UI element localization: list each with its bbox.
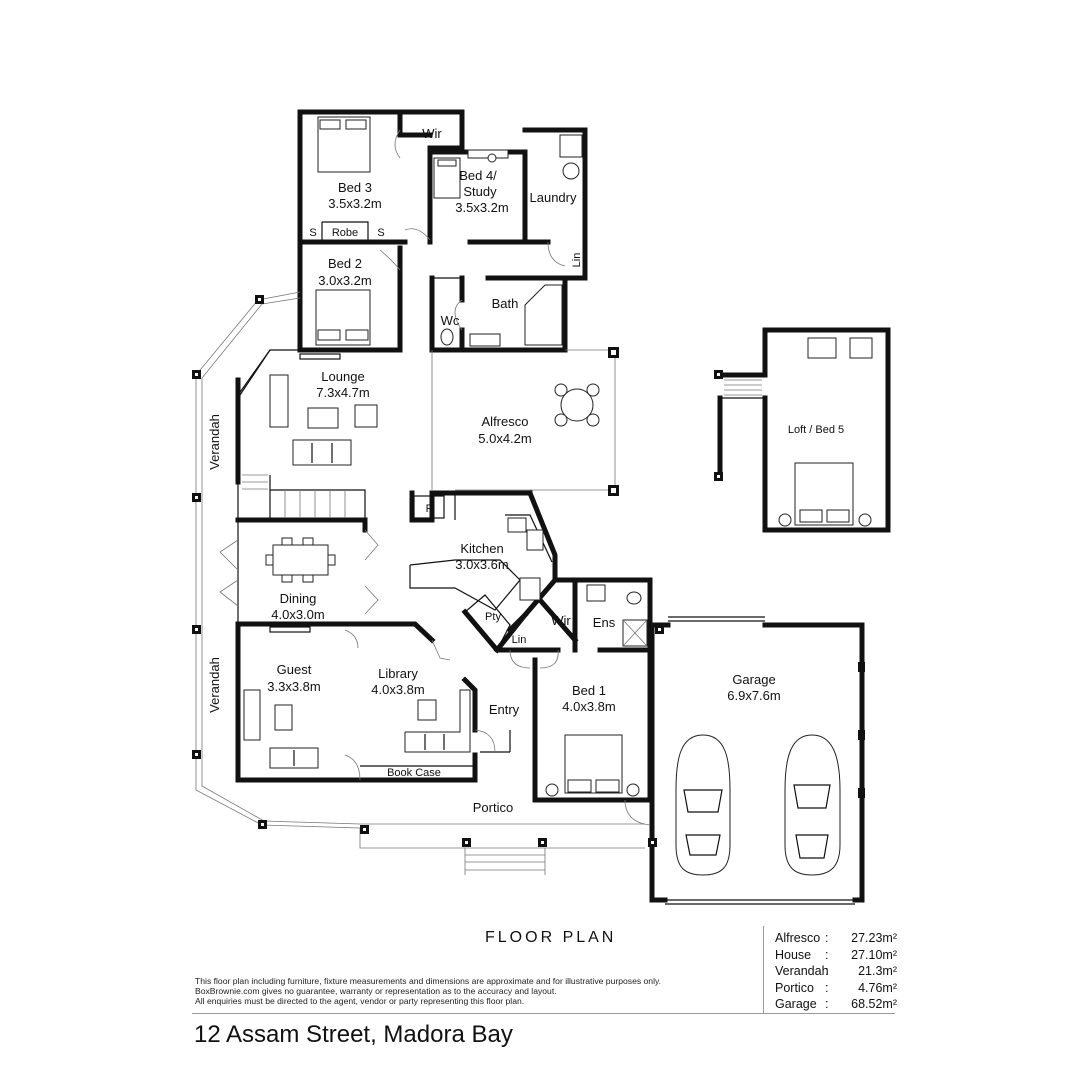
disclaimer: This floor plan including furniture, fix… [195,976,755,1006]
area-sep: : [825,997,829,1011]
area-sep: : [825,947,829,962]
area-name: Verandah [775,964,829,978]
area-summary: Alfresco : 27.23m² House : 27.10m² Veran… [775,930,897,1013]
label-fridge: F [426,503,433,515]
footer-divider [192,1013,895,1014]
label-wc: Wc [441,313,460,328]
disclaimer-line: This floor plan including furniture, fix… [195,976,662,986]
disclaimer-line: All enquiries must be directed to the ag… [195,996,525,1006]
label-bed3: Bed 3 [338,180,372,195]
area-row: Alfresco : 27.23m² [775,930,897,947]
label-bed3-dim: 3.5x3.2m [328,196,381,211]
label-bed4-dim: 3.5x3.2m [455,200,508,215]
label-s-right: S [377,227,384,239]
area-value: 68.52m² [851,997,897,1011]
label-portico: Portico [473,800,513,815]
label-kitchen-dim: 3.0x3.6m [455,557,508,572]
label-dining: Dining [280,591,317,606]
label-kitchen: Kitchen [460,541,503,556]
area-name: Alfresco [775,931,821,945]
label-verandah-upper: Verandah [207,414,222,470]
area-name: House [775,947,812,962]
label-library: Library [378,666,418,681]
area-sep: : [825,964,829,978]
label-alfresco-dim: 5.0x4.2m [478,431,531,446]
label-lin-top: Lin [571,253,583,268]
car-right [784,734,841,876]
disclaimer-line: BoxBrownie.com gives no guarantee, warra… [195,986,557,996]
area-row: House : 27.10m² [775,947,897,964]
area-value: 21.3m² [858,964,897,978]
furniture [243,116,873,876]
area-name: Garage [775,997,817,1011]
area-value: 4.76m² [858,980,897,995]
area-row: Garage : 68.52m² [775,996,897,1013]
label-alfresco: Alfresco [482,414,529,429]
label-lin-mid: Lin [512,634,527,646]
label-wir-ens: Wir [551,613,571,628]
area-row: Portico : 4.76m² [775,980,897,997]
car-left [675,734,731,876]
label-garage-dim: 6.9x7.6m [727,688,780,703]
areas-divider [763,926,764,1013]
label-library-dim: 4.0x3.8m [371,682,424,697]
label-loft: Loft / Bed 5 [788,424,844,436]
label-lounge: Lounge [321,369,364,384]
label-bed2-dim: 3.0x3.2m [318,273,371,288]
label-verandah-lower: Verandah [207,657,222,713]
property-address: 12 Assam Street, Madora Bay [194,1021,513,1048]
label-dining-dim: 4.0x3.0m [271,607,324,622]
label-book-case: Book Case [387,767,441,779]
label-entry: Entry [489,702,520,717]
plan-title: FLOOR PLAN [485,929,617,946]
area-value: 27.10m² [851,947,897,962]
verandah-outline [195,129,762,875]
area-sep: : [825,931,829,945]
label-guest-dim: 3.3x3.8m [267,679,320,694]
label-lounge-dim: 7.3x4.7m [316,385,369,400]
label-garage: Garage [732,672,775,687]
area-row: Verandah : 21.3m² [775,963,897,980]
label-ens: Ens [593,615,616,630]
label-guest: Guest [277,662,312,677]
label-bed1-dim: 4.0x3.8m [562,699,615,714]
label-bed4-study: Study [463,184,497,199]
label-robe: Robe [332,227,358,239]
verandah-posts [192,295,723,847]
label-bed4: Bed 4/ [459,168,497,183]
label-laundry: Laundry [530,190,577,205]
label-bed2: Bed 2 [328,256,362,271]
area-sep: : [825,980,829,995]
room-labels: Bed 3 3.5x3.2m Wir Bed 4/ Study 3.5x3.2m… [207,126,844,815]
label-bath: Bath [492,296,519,311]
area-value: 27.23m² [851,931,897,945]
label-pty: Pty [485,611,501,623]
label-wir-top: Wir [422,126,442,141]
label-s-left: S [309,227,316,239]
area-name: Portico [775,980,814,995]
label-bed1: Bed 1 [572,683,606,698]
